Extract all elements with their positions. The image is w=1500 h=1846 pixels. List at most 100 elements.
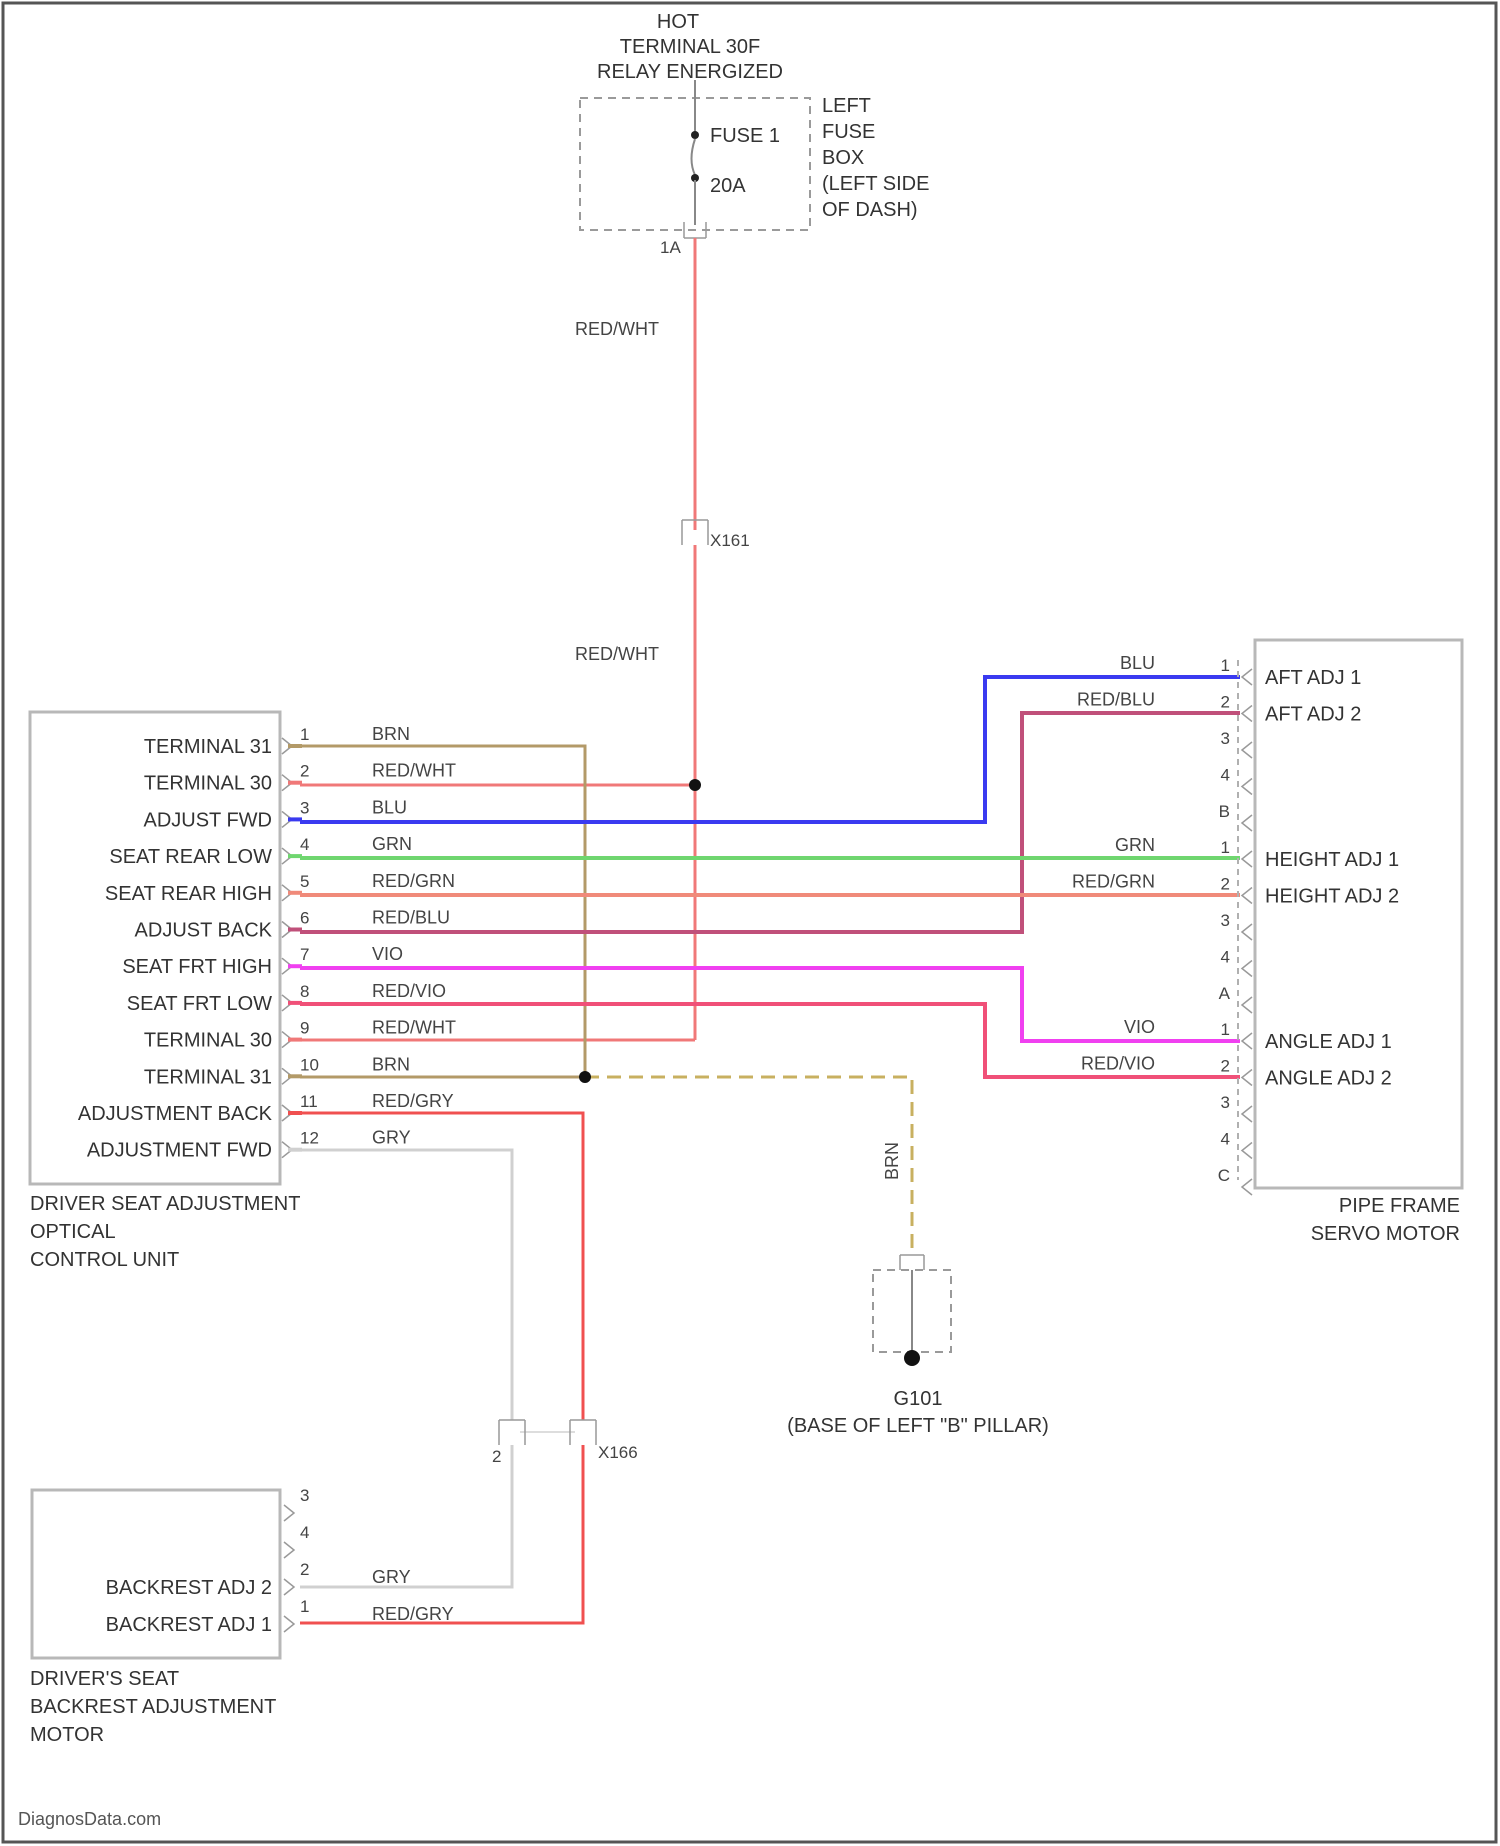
control-unit-pin-function: TERMINAL 30 [144,1030,272,1052]
ground-point-connector [900,1255,924,1270]
fuse-rating: 20A [710,175,746,197]
feed-wire [300,238,695,1040]
control-unit-pin: ADJUSTMENT BACK 11 RED/GRY [78,1091,454,1125]
servo-motor-name-2: SERVO MOTOR [1311,1223,1460,1245]
control-unit-pin-wire-color: GRN [372,834,412,854]
fuse-element [692,139,696,175]
servo-motor-pin: 3 [1221,911,1252,940]
control-unit-pin-number: 11 [300,1092,318,1111]
control-unit-pin-wire-color: BLU [372,797,407,817]
control-unit-pin-wire-color: RED/VIO [372,981,446,1001]
control-unit-pin-number: 6 [300,909,309,928]
fuse-terminal-top [691,131,699,139]
backrest-motor-pin-wire-color: GRY [372,1567,411,1587]
backrest-motor-pin: 3 [284,1486,309,1521]
control-unit: DRIVER SEAT ADJUSTMENT OPTICAL CONTROL U… [30,712,300,1271]
servo-motor-pin-terminal [1242,815,1252,831]
backrest-motor-pin-number: 3 [300,1486,309,1505]
control-unit-pin-wire-color: RED/BLU [372,908,450,928]
servo-motor-pin-terminal [1242,779,1252,795]
fuse-box-location-1: LEFT [822,95,871,117]
servo-motor-pin-wire-color: RED/VIO [1081,1054,1155,1074]
control-unit-pin-number: 5 [300,872,309,891]
servo-motor-pin-number: 2 [1221,1057,1230,1076]
servo-motor-pin-function: ANGLE ADJ 2 [1265,1068,1392,1090]
servo-motor-pin-number: 1 [1221,656,1230,675]
control-unit-pin: TERMINAL 31 1 BRN [144,724,410,758]
control-unit-pin-number: 8 [300,982,309,1001]
control-unit-pin-wire-color: BRN [372,724,410,744]
servo-motor-pin: 1AFT ADJ 1BLU [1120,653,1361,689]
servo-motor-pin-wire-color: GRN [1115,835,1155,855]
control-unit-pin-function: TERMINAL 31 [144,1066,272,1088]
backrest-motor-pin-function: BACKREST ADJ 2 [106,1577,272,1599]
servo-motor-pin-terminal [1242,1106,1252,1122]
control-unit-pin-number: 12 [300,1129,319,1148]
control-unit-pin-function: TERMINAL 30 [144,773,272,795]
control-unit-name-3: CONTROL UNIT [30,1249,179,1271]
control-unit-pin-number: 10 [300,1055,319,1074]
servo-motor-pin-terminal [1242,997,1252,1013]
backrest-motor-name-2: BACKREST ADJUSTMENT [30,1696,276,1718]
fuse-box-location-5: OF DASH) [822,199,918,221]
servo-motor-pin-number: 1 [1221,838,1230,857]
ground-wire-label: BRN [882,1142,902,1180]
splice-feed [689,779,701,791]
control-unit-pin: SEAT FRT LOW 8 RED/VIO [127,981,446,1015]
servo-motor-pin: 4 [1221,766,1252,795]
servo-motor-pin-terminal [1242,924,1252,940]
servo-motor-pin: 1HEIGHT ADJ 1 GRN [1115,835,1399,871]
servo-motor-pin: B [1219,802,1252,831]
backrest-motor-name-3: MOTOR [30,1724,104,1746]
control-unit-pin-function: TERMINAL 31 [144,736,272,758]
control-unit-pin-function: SEAT REAR LOW [109,846,272,868]
control-unit-pin-function: ADJUSTMENT BACK [78,1103,273,1125]
control-unit-pin-function: ADJUST FWD [143,809,272,831]
feed-wire-label-lower: RED/WHT [575,644,659,664]
servo-motor-pin-number: 3 [1221,729,1230,748]
servo-motor-pin-number: 4 [1221,766,1230,785]
control-unit-pin-number: 1 [300,725,309,744]
backrest-motor-pin-terminal [284,1542,294,1558]
backrest-wiring [300,1113,583,1623]
servo-motor-pin-function: HEIGHT ADJ 1 [1265,849,1399,871]
servo-motor-pin-terminal [1242,851,1252,867]
servo-motor-pin: 3 [1221,729,1252,758]
servo-motor-pin: 1ANGLE ADJ 1VIO [1124,1017,1392,1053]
control-unit-pin-wire-color: RED/GRY [372,1091,454,1111]
servo-motor-pin-function: HEIGHT ADJ 2 [1265,886,1399,908]
control-unit-pin-wire-color: RED/WHT [372,761,456,781]
servo-motor-pin-number: 2 [1221,693,1230,712]
servo-motor-pin-terminal [1242,706,1252,722]
fuse-name: FUSE 1 [710,125,780,147]
control-unit-pin-wire-color: RED/GRN [372,871,455,891]
servo-motor-pin-number: 3 [1221,1093,1230,1112]
control-unit-pin-function: SEAT FRT LOW [127,993,272,1015]
control-unit-name-2: OPTICAL [30,1221,116,1243]
ground-point-terminal [904,1350,920,1366]
ground-location: (BASE OF LEFT "B" PILLAR) [787,1415,1049,1437]
control-unit-pin-wire-color: GRY [372,1128,411,1148]
connector-x161: X161 [682,520,750,550]
control-unit-pin-function: SEAT FRT HIGH [122,956,272,978]
control-unit-pin-function: ADJUSTMENT FWD [87,1140,272,1162]
fuse-box-pin: 1A [660,238,681,257]
servo-motor-pin-wire-color: BLU [1120,653,1155,673]
servo-motor-pin-wire-color: RED/GRN [1072,872,1155,892]
fuse-box-location-4: (LEFT SIDE [822,173,929,195]
servo-motor-pin-number: 1 [1221,1020,1230,1039]
fuse-box-location-3: BOX [822,147,864,169]
control-unit-pin-wire-color: RED/WHT [372,1018,456,1038]
servo-motor-pin: 4 [1221,948,1252,977]
servo-motor-pin-terminal [1242,961,1252,977]
servo-motor-pin-terminal [1242,1070,1252,1086]
